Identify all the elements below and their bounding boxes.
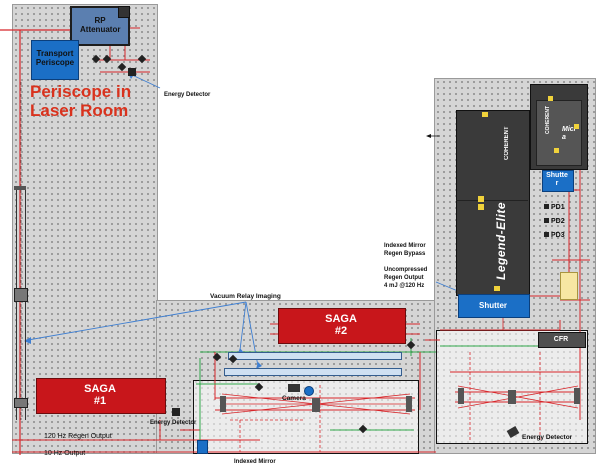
pd2-label: PD2 bbox=[551, 218, 565, 225]
shutter-oscillator-label: Shutte r bbox=[546, 172, 568, 187]
photodiode-1[interactable] bbox=[544, 204, 549, 209]
indexed-mirror-device[interactable] bbox=[197, 440, 208, 454]
indicator-yellow bbox=[494, 286, 500, 291]
photodiode-2[interactable] bbox=[544, 218, 549, 223]
micra-coherent-logo: COHERENT bbox=[545, 105, 551, 134]
rp-attenuator-label: RP Attenuator bbox=[80, 16, 121, 34]
energy-detector-right-label: Energy Detector bbox=[522, 434, 573, 441]
energy-detector-top-device[interactable] bbox=[128, 68, 136, 76]
grating-block bbox=[458, 388, 464, 404]
grating-block bbox=[220, 396, 226, 412]
grating-block bbox=[508, 390, 516, 404]
indicator-yellow bbox=[554, 148, 559, 153]
energy-detector-left-device[interactable] bbox=[172, 408, 180, 416]
legend-elite-laser[interactable] bbox=[456, 110, 530, 296]
saga-2-amplifier[interactable] bbox=[278, 308, 406, 344]
saga-2-label: SAGA #2 bbox=[325, 313, 357, 337]
indexed-mirror-bypass-label: Indexed Mirror Regen Bypass bbox=[384, 243, 426, 257]
camera-label: Camera bbox=[282, 395, 306, 402]
pd1-label: PD1 bbox=[551, 204, 565, 211]
micra-logo: Micr a bbox=[562, 126, 577, 141]
indicator-yellow bbox=[482, 112, 488, 117]
uncompressed-regen-output-label: Uncompressed Regen Output 4 mJ @120 Hz bbox=[384, 267, 428, 289]
indicator-yellow bbox=[478, 204, 484, 210]
transport-periscope-label: Transport Periscope bbox=[35, 49, 75, 67]
camera-lens-icon bbox=[304, 386, 314, 396]
energy-detector-left-label: Energy Detector bbox=[150, 420, 197, 426]
coherent-logo: COHERENT bbox=[504, 126, 510, 160]
micra-inner bbox=[536, 100, 582, 166]
periscope-in-laser-room-title: Periscope in Laser Room bbox=[30, 82, 132, 120]
saga-1-amplifier[interactable] bbox=[36, 378, 166, 414]
indexed-mirror-label: Indexed Mirror bbox=[234, 459, 276, 465]
shutter-main-label: Shutter bbox=[479, 301, 507, 310]
grating-block bbox=[406, 396, 412, 412]
shutter-oscillator[interactable] bbox=[542, 170, 574, 192]
vacuum-relay-imaging-label: Vacuum Relay Imaging bbox=[210, 293, 281, 300]
energy-detector-top-label: Energy Detector bbox=[164, 92, 211, 98]
indicator-yellow bbox=[574, 124, 579, 129]
pulse-stretcher-box bbox=[560, 272, 578, 300]
photodiode-3[interactable] bbox=[544, 232, 549, 237]
saga-1-label: SAGA #1 bbox=[84, 383, 116, 407]
regen-120hz-output-label: 120 Hz Regen Output bbox=[44, 433, 112, 440]
camera-device[interactable] bbox=[288, 384, 300, 392]
shutter-main[interactable] bbox=[458, 294, 530, 318]
rp-attenuator-corner bbox=[118, 6, 130, 18]
legend-elite-divider bbox=[456, 200, 528, 201]
transport-periscope[interactable] bbox=[31, 40, 79, 80]
vacuum-tube-flange bbox=[14, 186, 26, 190]
output-10hz-label: 10 Hz Output bbox=[44, 450, 86, 457]
grating-block bbox=[312, 398, 320, 412]
cfr-device[interactable] bbox=[538, 332, 586, 348]
legend-elite-logo: Legend-Elite bbox=[494, 201, 508, 280]
vacuum-tube-flange bbox=[14, 398, 28, 408]
cfr-label: CFR bbox=[553, 336, 569, 343]
indicator-yellow bbox=[548, 96, 553, 101]
vacuum-tube-flange bbox=[14, 288, 28, 302]
vacuum-relay-tube-lower bbox=[224, 368, 402, 376]
vacuum-tube-vertical bbox=[16, 190, 26, 420]
vacuum-relay-tube-upper bbox=[228, 352, 402, 360]
pd3-label: PD3 bbox=[551, 232, 565, 239]
indicator-yellow bbox=[478, 196, 484, 202]
grating-block bbox=[574, 388, 580, 404]
